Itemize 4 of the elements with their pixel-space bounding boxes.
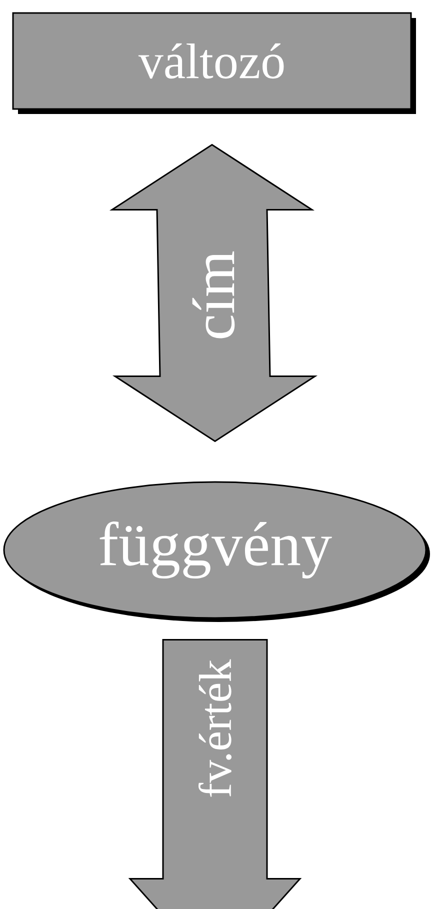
edge-label: cím [192,251,235,338]
variable-box: változó [12,12,416,114]
edge-label: fv.érték [198,659,232,797]
block-arrow [128,639,302,909]
